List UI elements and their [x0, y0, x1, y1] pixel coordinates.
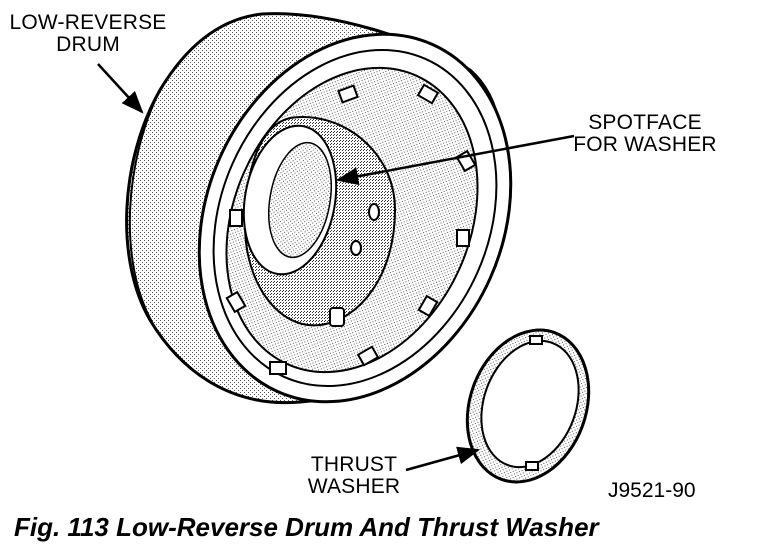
drum-leader-arrow — [97, 63, 144, 114]
spotface-label: SPOTFACE FOR WASHER — [570, 112, 720, 156]
thrust-washer — [465, 328, 591, 484]
figure-caption: Fig. 113 Low-Reverse Drum And Thrust Was… — [14, 512, 599, 542]
spotface-label-line1: SPOTFACE — [588, 111, 702, 134]
figure-id: J9521-90 — [608, 479, 696, 502]
spotface-label-line2: FOR WASHER — [573, 133, 717, 156]
drum-label: LOW-REVERSE DRUM — [8, 12, 168, 56]
drum-label-line1: LOW-REVERSE — [9, 11, 167, 34]
spotface-leader-arrow — [335, 134, 575, 186]
washer-label-line1: THRUST — [310, 453, 398, 476]
washer-label-line2: WASHER — [307, 475, 401, 498]
drum-label-line2: DRUM — [56, 33, 120, 56]
washer-leader-arrow — [405, 446, 481, 472]
washer-label: THRUST WASHER — [292, 454, 416, 498]
